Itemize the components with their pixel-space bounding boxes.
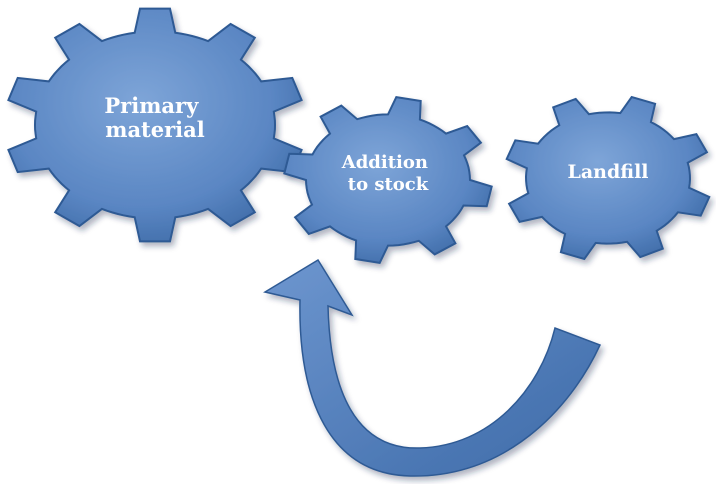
gear-addition-to-stock-line-1: Addition [341, 152, 428, 173]
gear-landfill-label: Landfill [567, 161, 648, 183]
gear-landfill-shape [505, 95, 711, 261]
gear-addition-to-stock-shape [283, 95, 493, 265]
gear-primary-material-line-1: Primary [104, 93, 199, 118]
gear-primary-material-line-2: material [105, 117, 205, 142]
return-arrow [263, 258, 602, 477]
gear-addition-to-stock: Addition to stock [283, 95, 493, 265]
gear-addition-to-stock-line-2: to stock [348, 174, 429, 195]
gear-primary-material-label: Primary material [104, 93, 205, 142]
gear-primary-material: Primary material [7, 7, 303, 243]
gear-addition-to-stock-label: Addition to stock [341, 152, 435, 195]
return-arrow-shape [263, 258, 602, 477]
gear-landfill: Landfill [505, 95, 711, 261]
gear-primary-material-shape [7, 7, 303, 243]
gear-landfill-line-1: Landfill [567, 161, 648, 183]
